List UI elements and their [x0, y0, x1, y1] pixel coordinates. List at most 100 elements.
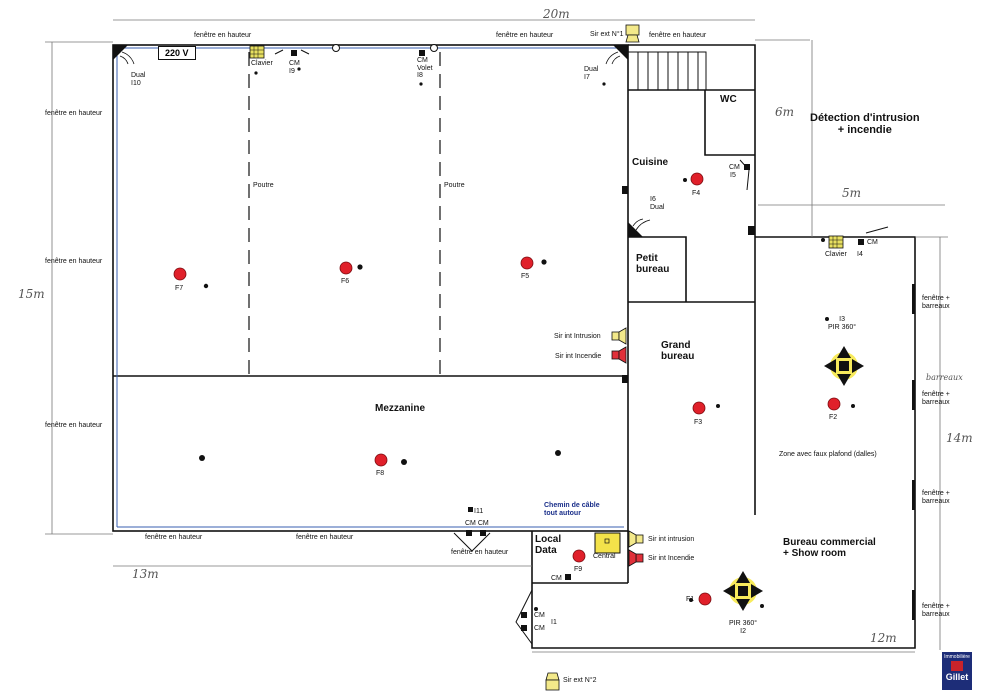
cm-i4-icon — [858, 239, 864, 245]
title-line-1: Détection d'intrusion — [810, 112, 920, 124]
building-walls — [112, 44, 916, 649]
fire-detector-f3-icon — [692, 401, 706, 415]
det-i6-type: Dual — [650, 203, 665, 211]
window-top-right: fenêtre en hauteur — [496, 32, 554, 39]
fire-f3-label: F3 — [694, 419, 703, 426]
siren-int-intrusion-2-label: Sir int intrusion — [648, 536, 695, 543]
cm-i8-icon — [419, 50, 425, 56]
room-mezzanine: Mezzanine — [375, 403, 426, 414]
cm-local-icon — [565, 574, 571, 580]
dual-detector-i10-icon — [113, 45, 135, 65]
det-i6-id: I6 — [650, 196, 656, 203]
fire-detector-f6-icon — [339, 261, 353, 275]
beams — [248, 52, 441, 376]
siren-int-incendie-2-icon — [628, 549, 644, 567]
fire-detector-f7-icon — [173, 267, 187, 281]
siren-int-incendie-1-icon — [611, 346, 627, 364]
fire-f4-label: F4 — [692, 190, 701, 197]
pir-360-i3-icon — [824, 346, 864, 386]
central-label: Central — [593, 553, 616, 560]
ceiling-note: Zone avec faux plafond (dalles) — [779, 451, 877, 458]
det-i10-id: I10 — [131, 79, 141, 87]
door-hinge-icon — [430, 44, 438, 52]
keypad-k2-icon — [828, 235, 844, 249]
fire-f1-label: F1 — [686, 596, 695, 603]
window-bars-note: barreaux — [926, 373, 963, 382]
cm-a-icon — [466, 530, 472, 536]
fire-detector-f5-icon — [520, 256, 534, 270]
det-i4-id: I4 — [857, 251, 863, 258]
det-i5-id: I5 — [730, 171, 736, 179]
window-bars-1-l2: barreaux — [922, 302, 950, 310]
dim-bottom-left: 13m — [132, 567, 159, 581]
main-hall-outline — [112, 44, 629, 532]
det-i8-sub: Volet — [417, 64, 433, 72]
cable-path — [116, 47, 624, 528]
fire-f8-label: F8 — [376, 470, 385, 477]
siren-int-intrusion-1-icon — [611, 327, 627, 345]
wall-marks — [622, 186, 915, 620]
cm-i9-icon — [291, 50, 297, 56]
window-bars-4-l2: barreaux — [922, 610, 950, 618]
dual-detector-i6-icon — [628, 218, 651, 237]
window-top-far-right: fenêtre en hauteur — [649, 32, 707, 39]
window-bottom-1: fenêtre en hauteur — [145, 534, 203, 541]
det-i3-id: I3 — [839, 316, 845, 323]
siren-ext2-icon — [545, 672, 560, 691]
dim-wc-depth: 6m — [775, 105, 795, 119]
dual-detector-i7-icon — [605, 45, 628, 65]
cm-b-icon — [480, 530, 486, 536]
siren-ext1-icon — [625, 24, 640, 43]
door-hinge-icon — [332, 44, 340, 52]
siren-int-intrusion-2-icon — [628, 530, 644, 548]
room-local-data: Local Data — [535, 534, 561, 556]
det-i3-type: PIR 360° — [828, 323, 857, 331]
dim-top-width: 20m — [543, 7, 570, 21]
fire-detectors — [173, 172, 841, 606]
det-i5-label: CM I5 — [729, 164, 740, 179]
room-bureau-commercial-line2: + Show room — [783, 548, 847, 559]
room-petit-bureau: Petit bureau — [636, 253, 669, 275]
det-i8-label: CM Volet I8 — [417, 57, 433, 80]
det-i1-id: I1 — [551, 619, 557, 626]
power-label: 220 V — [158, 46, 196, 60]
magnetic-contacts — [291, 50, 864, 631]
dim-bottom-right: 12m — [870, 631, 897, 645]
fire-detector-f1-icon — [698, 592, 712, 606]
cable-note-line2: tout autour — [544, 509, 581, 517]
room-cuisine: Cuisine — [632, 157, 669, 168]
det-i2-id: I2 — [740, 627, 746, 635]
siren-int-incendie-1-label: Sir int Incendie — [555, 353, 602, 360]
det-i3-label: I3 PIR 360° — [828, 316, 856, 331]
window-left-1: fenêtre en hauteur — [45, 110, 103, 117]
det-local-cm: CM — [551, 575, 562, 582]
beam-label-1: Poutre — [253, 182, 274, 189]
det-i10-label: Dual I10 — [131, 72, 145, 87]
det-i2-type: PIR 360° — [729, 620, 758, 627]
room-bureau-commercial: Bureau commercial + Show room — [783, 537, 876, 559]
window-bars-4-l1: fenêtre + — [922, 603, 950, 610]
det-i8-id: I8 — [417, 72, 423, 80]
ceiling-spots — [199, 67, 855, 678]
cm-i5-icon — [744, 164, 750, 170]
logo-line1: Immobilière — [944, 654, 970, 660]
staircase — [627, 51, 707, 91]
room-grand-bureau: Grand bureau — [661, 340, 694, 362]
det-i9-id: I9 — [289, 67, 295, 75]
keypad-k1-icon — [249, 45, 265, 59]
company-logo: Immobilière Gillet — [942, 652, 972, 690]
cable-note: Chemin de câble tout autour — [544, 502, 600, 517]
fire-f7-label: F7 — [175, 285, 184, 292]
dim-left-height: 15m — [18, 287, 45, 301]
keypad-k2-label: Clavier — [825, 251, 847, 258]
det-i9-type: CM — [289, 60, 300, 67]
det-i4-type: CM — [867, 239, 878, 246]
det-i1-cm1: CM — [534, 612, 545, 619]
window-bars-3: fenêtre + barreaux — [922, 490, 950, 505]
beam-label-2: Poutre — [444, 182, 465, 189]
fire-f5-label: F5 — [521, 273, 530, 280]
room-bureau-commercial-line1: Bureau commercial — [783, 537, 876, 548]
page-title: Détection d'intrusion + incendie — [810, 112, 920, 136]
window-top-left: fenêtre en hauteur — [194, 32, 252, 39]
